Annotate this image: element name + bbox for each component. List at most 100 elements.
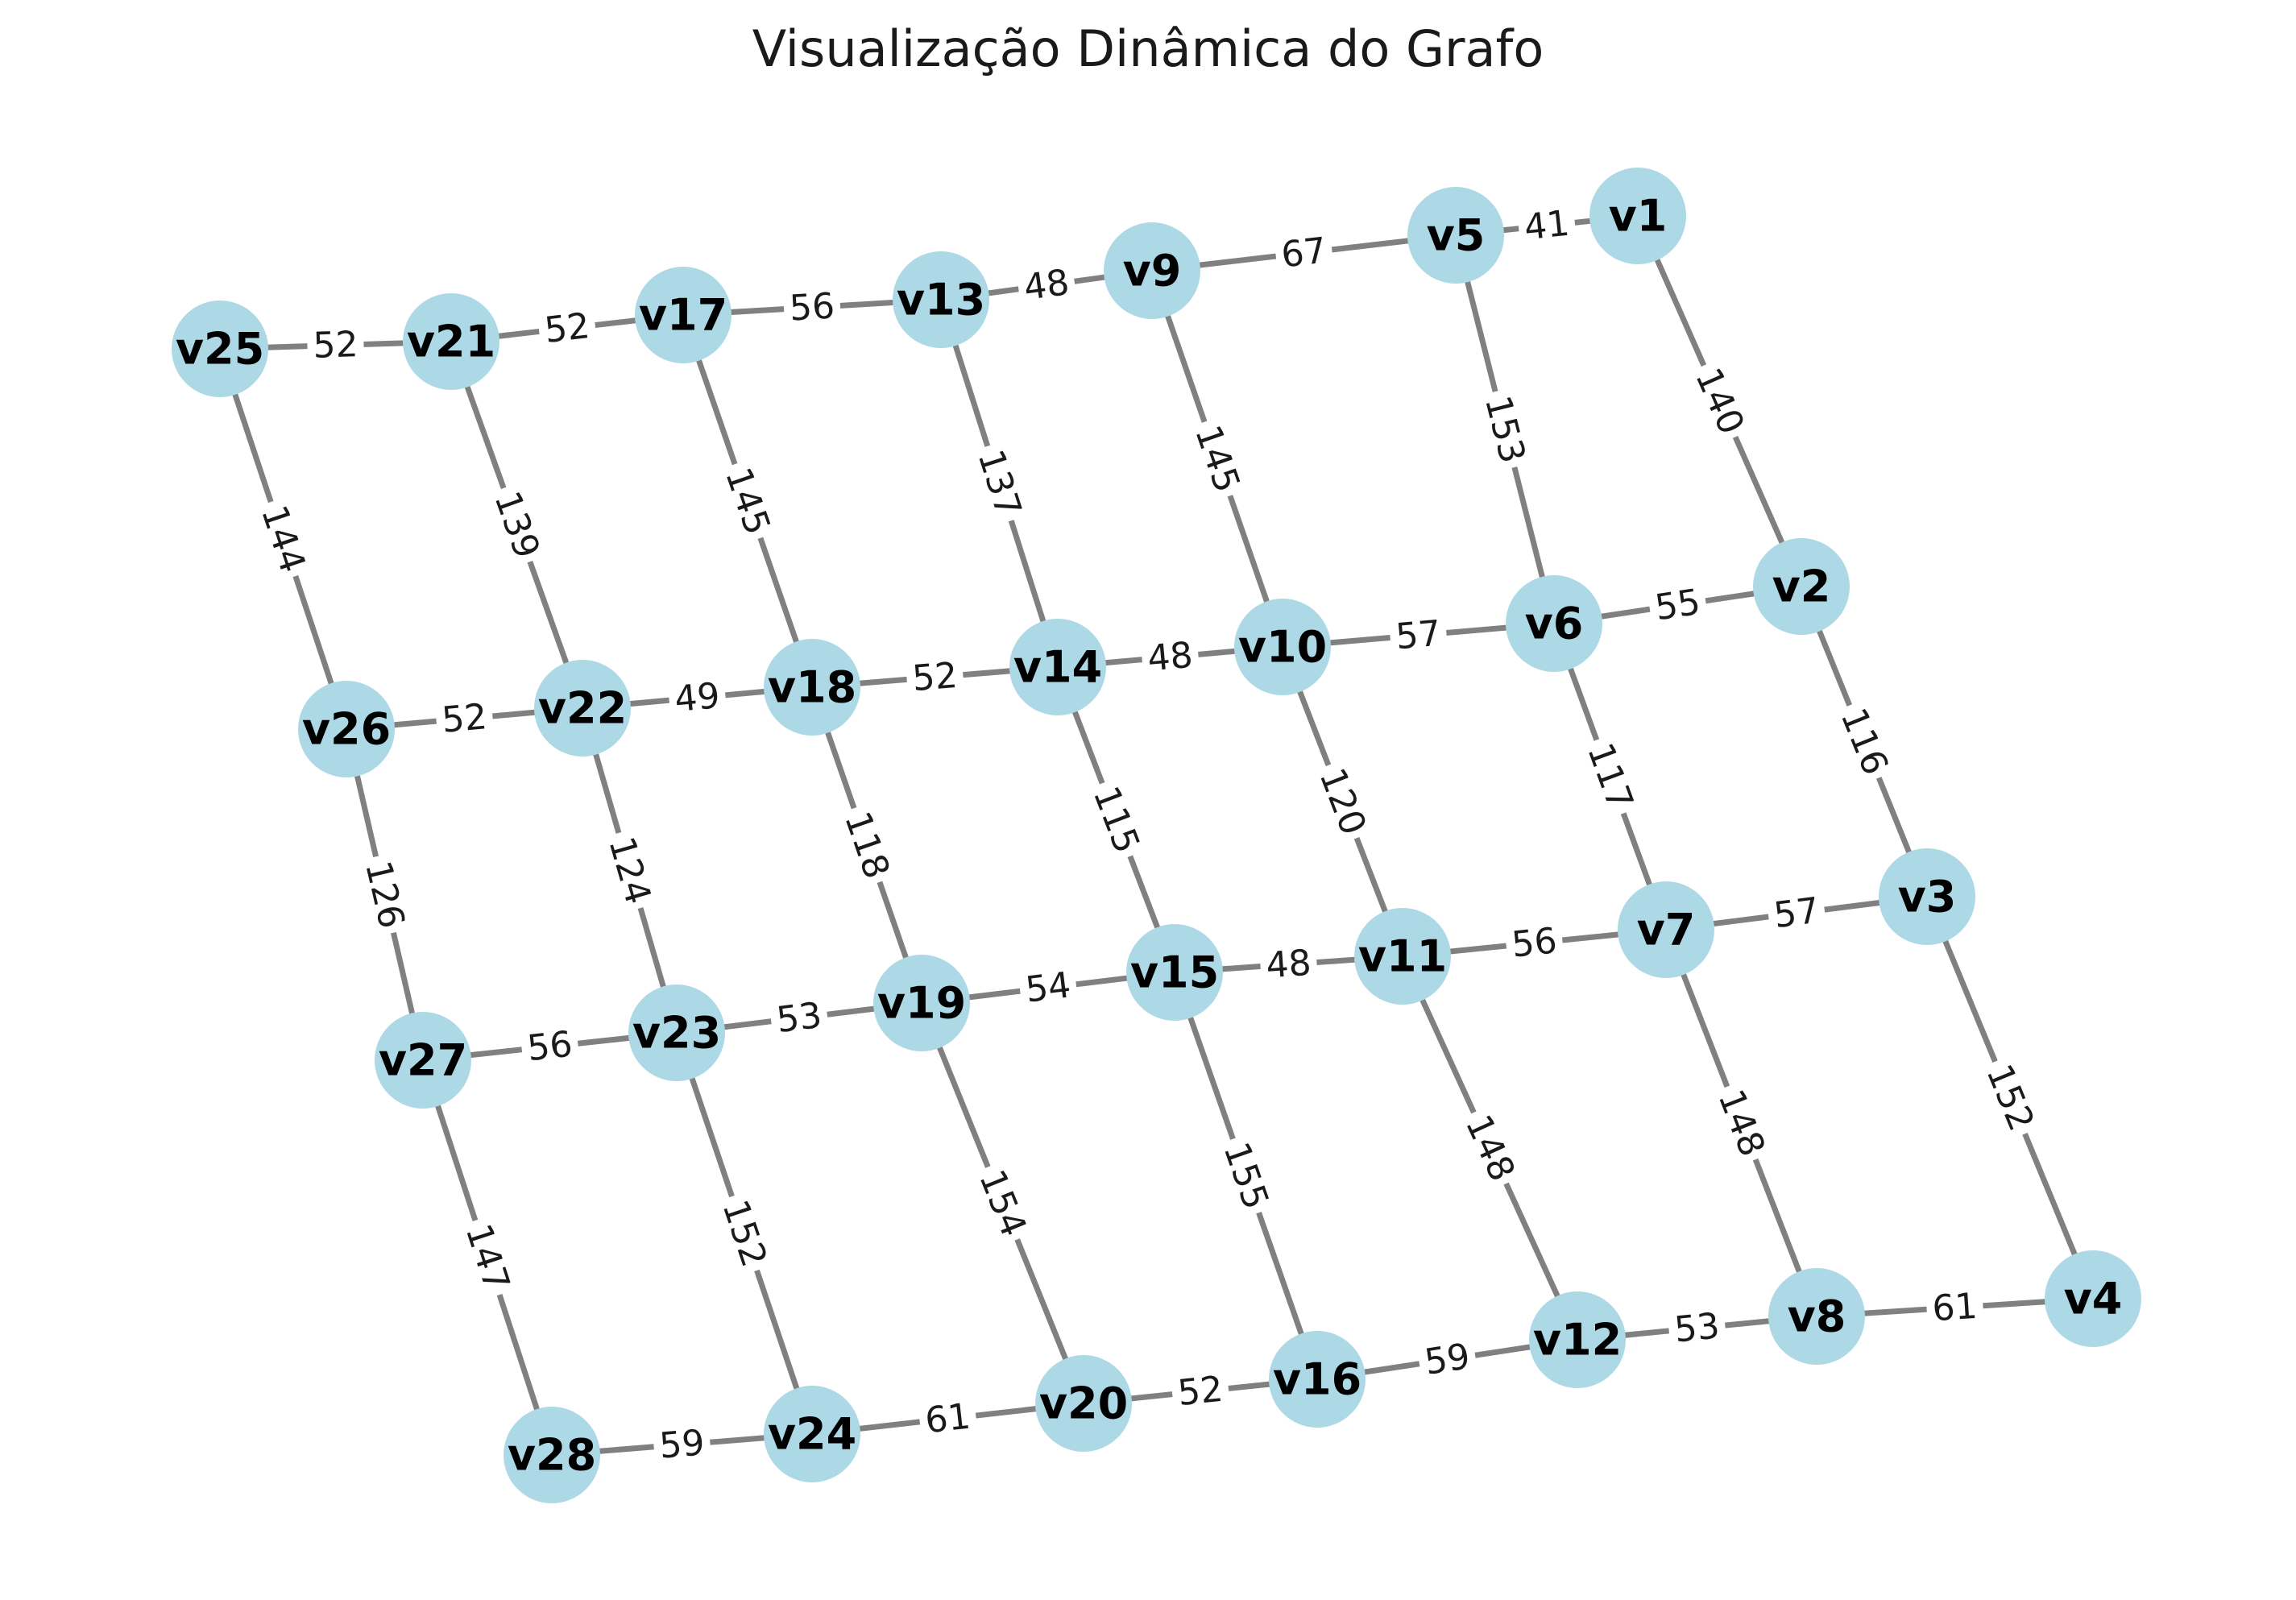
graph-node-v27: v27 [375, 1012, 471, 1109]
node-label: v5 [1427, 210, 1486, 261]
node-label: v27 [379, 1035, 467, 1086]
node-label: v3 [1898, 872, 1957, 922]
node-label: v9 [1123, 246, 1182, 296]
node-circle [1753, 538, 1850, 635]
node-label: v20 [1039, 1378, 1128, 1429]
edge-label-background [713, 457, 782, 545]
node-circle [1618, 881, 1714, 978]
edge-weight-text: 67 [1279, 230, 1329, 276]
edge-label-background [667, 672, 727, 723]
node-label: v10 [1238, 622, 1327, 673]
node-circle [2045, 1250, 2141, 1347]
edge-weight-label: 153 [1473, 386, 1537, 473]
edge-label-background [1516, 200, 1577, 251]
edge-label-background [597, 827, 662, 914]
graph-node-v19: v19 [873, 955, 970, 1051]
node-circle [534, 660, 631, 756]
node-label: v23 [632, 1008, 721, 1059]
edge-label-background [1646, 578, 1710, 632]
edge-weight-label: 59 [652, 1420, 712, 1469]
graph-node-v22: v22 [534, 660, 631, 756]
edge-label-background [832, 801, 901, 889]
edge-label-background [1183, 414, 1252, 504]
edge-label-background [1415, 1333, 1479, 1387]
edge-weight-label: 56 [519, 1021, 581, 1072]
edge-label-background [1925, 1283, 1985, 1333]
edge-weight-label: 52 [306, 321, 365, 369]
edge-weight-label: 53 [768, 992, 831, 1044]
node-circle [298, 681, 395, 777]
edge-weight-label: 57 [1388, 610, 1448, 661]
edge-weight-text: 57 [1394, 613, 1442, 658]
node-label: v17 [639, 290, 727, 341]
edge-weight-label: 56 [1503, 918, 1565, 968]
edge-label-background [1473, 386, 1537, 473]
edge-label-background [1273, 227, 1335, 279]
edge-label-background [967, 1159, 1038, 1248]
edge-weight-label: 56 [782, 283, 842, 332]
edge-label-background [1015, 259, 1078, 312]
node-circle [764, 1386, 860, 1482]
edge-weight-text: 48 [1022, 262, 1071, 309]
edge-weight-label: 126 [354, 851, 416, 939]
edge-label-background [1666, 1303, 1728, 1353]
edge-weight-label: 48 [1140, 632, 1200, 682]
edge-weight-label: 61 [1925, 1283, 1985, 1333]
edge-label-background [1258, 939, 1319, 989]
nodes-layer: v1v2v3v4v5v6v7v8v9v10v11v12v13v14v15v16v… [172, 168, 2141, 1503]
edge-weight-text: 56 [789, 285, 836, 329]
edge-label-background [1765, 887, 1828, 939]
edge-weight-text: 61 [923, 1396, 972, 1442]
edge-weight-text: 59 [658, 1422, 707, 1466]
edge-label-background [1453, 1103, 1527, 1193]
node-circle [172, 301, 268, 397]
graph-node-v12: v12 [1529, 1291, 1626, 1388]
graph-node-v14: v14 [1009, 619, 1106, 715]
graph-node-v7: v7 [1618, 881, 1714, 978]
edge-weight-text: 57 [1772, 890, 1821, 937]
edge-label-background [917, 1393, 979, 1445]
graph-node-v25: v25 [172, 301, 268, 397]
edge-weight-text: 52 [440, 696, 488, 741]
node-label: v11 [1358, 931, 1447, 982]
graph-node-v24: v24 [764, 1386, 860, 1482]
edge-label-background [1705, 1078, 1777, 1168]
node-circle [764, 639, 860, 736]
edge-weight-text: 56 [1510, 920, 1559, 965]
node-label: v7 [1637, 905, 1696, 955]
node-label: v14 [1013, 642, 1102, 693]
edge-labels-layer: 4167485652525557485249525756485453566153… [249, 200, 2046, 1469]
edge-label-background [1212, 1131, 1280, 1221]
node-circle [1589, 168, 1686, 264]
edge-weight-label: 147 [454, 1213, 521, 1302]
edge-label-background [768, 992, 831, 1044]
edge-weight-label: 41 [1516, 200, 1577, 251]
node-circle [1354, 908, 1451, 1005]
edge-weight-label: 55 [1646, 578, 1710, 632]
edge-weight-text: 61 [1931, 1286, 1979, 1329]
graph-node-v11: v11 [1354, 908, 1451, 1005]
graph-node-v4: v4 [2045, 1250, 2141, 1347]
edge-weight-text: 55 [1652, 582, 1703, 629]
edge-weight-text: 56 [525, 1024, 574, 1070]
node-circle [403, 293, 499, 390]
graph-node-v28: v28 [504, 1407, 600, 1503]
edge-label-background [1140, 632, 1200, 682]
graph-node-v6: v6 [1506, 575, 1602, 672]
edge-label-background [1017, 961, 1080, 1014]
node-label: v26 [302, 704, 391, 755]
edge-weight-label: 54 [1017, 961, 1080, 1014]
edge-label-background [1974, 1052, 2046, 1143]
graph-node-v2: v2 [1753, 538, 1850, 635]
node-label: v15 [1130, 947, 1219, 998]
edge-label-background [306, 321, 365, 369]
node-circle [1407, 187, 1504, 284]
edge-weight-label: 57 [1765, 887, 1828, 939]
node-label: v22 [538, 683, 627, 734]
node-circle [504, 1407, 600, 1503]
node-circle [1009, 619, 1106, 715]
graph-node-v10: v10 [1234, 599, 1331, 695]
node-circle [635, 267, 731, 363]
edge-label-background [905, 652, 965, 703]
edge-weight-text: 48 [1265, 943, 1312, 987]
